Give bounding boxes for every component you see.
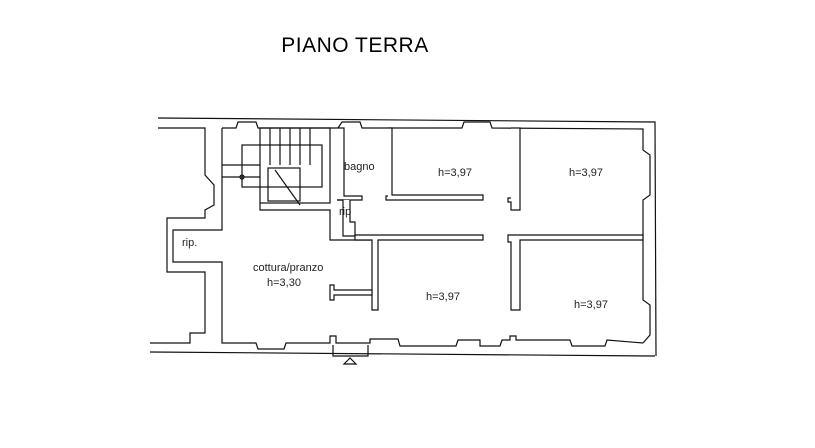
room-label-height: h=3,30 xyxy=(267,277,301,289)
left-wall-inner xyxy=(172,128,644,350)
bagno-left-wall xyxy=(337,127,363,201)
outer-wall-top xyxy=(157,117,657,357)
outer-wall-bottom xyxy=(149,351,656,357)
bagno-right-wall xyxy=(385,127,484,201)
wall-h-left xyxy=(354,234,484,311)
room-label-bagno: bagno xyxy=(344,161,375,173)
wall-h-right xyxy=(507,234,644,311)
wall-v-upper xyxy=(507,127,521,211)
wall-stub xyxy=(329,284,373,301)
room-label-rip: rip xyxy=(339,206,351,218)
staircase xyxy=(222,127,370,241)
plan-title: PIANO TERRA xyxy=(281,34,429,57)
left-wall-outer xyxy=(150,127,215,344)
room-label-height: h=3,97 xyxy=(569,167,603,179)
room-label-height: h=3,97 xyxy=(574,299,608,311)
room-label-height: h=3,97 xyxy=(438,167,472,179)
room-label-rip: rip. xyxy=(182,237,197,249)
room-label-height: h=3,97 xyxy=(426,291,460,303)
entrance-arrow-icon xyxy=(342,357,358,365)
inner-wall-top xyxy=(222,121,651,344)
room-label-cottura: cottura/pranzo xyxy=(253,262,323,274)
entrance-step xyxy=(332,345,369,357)
